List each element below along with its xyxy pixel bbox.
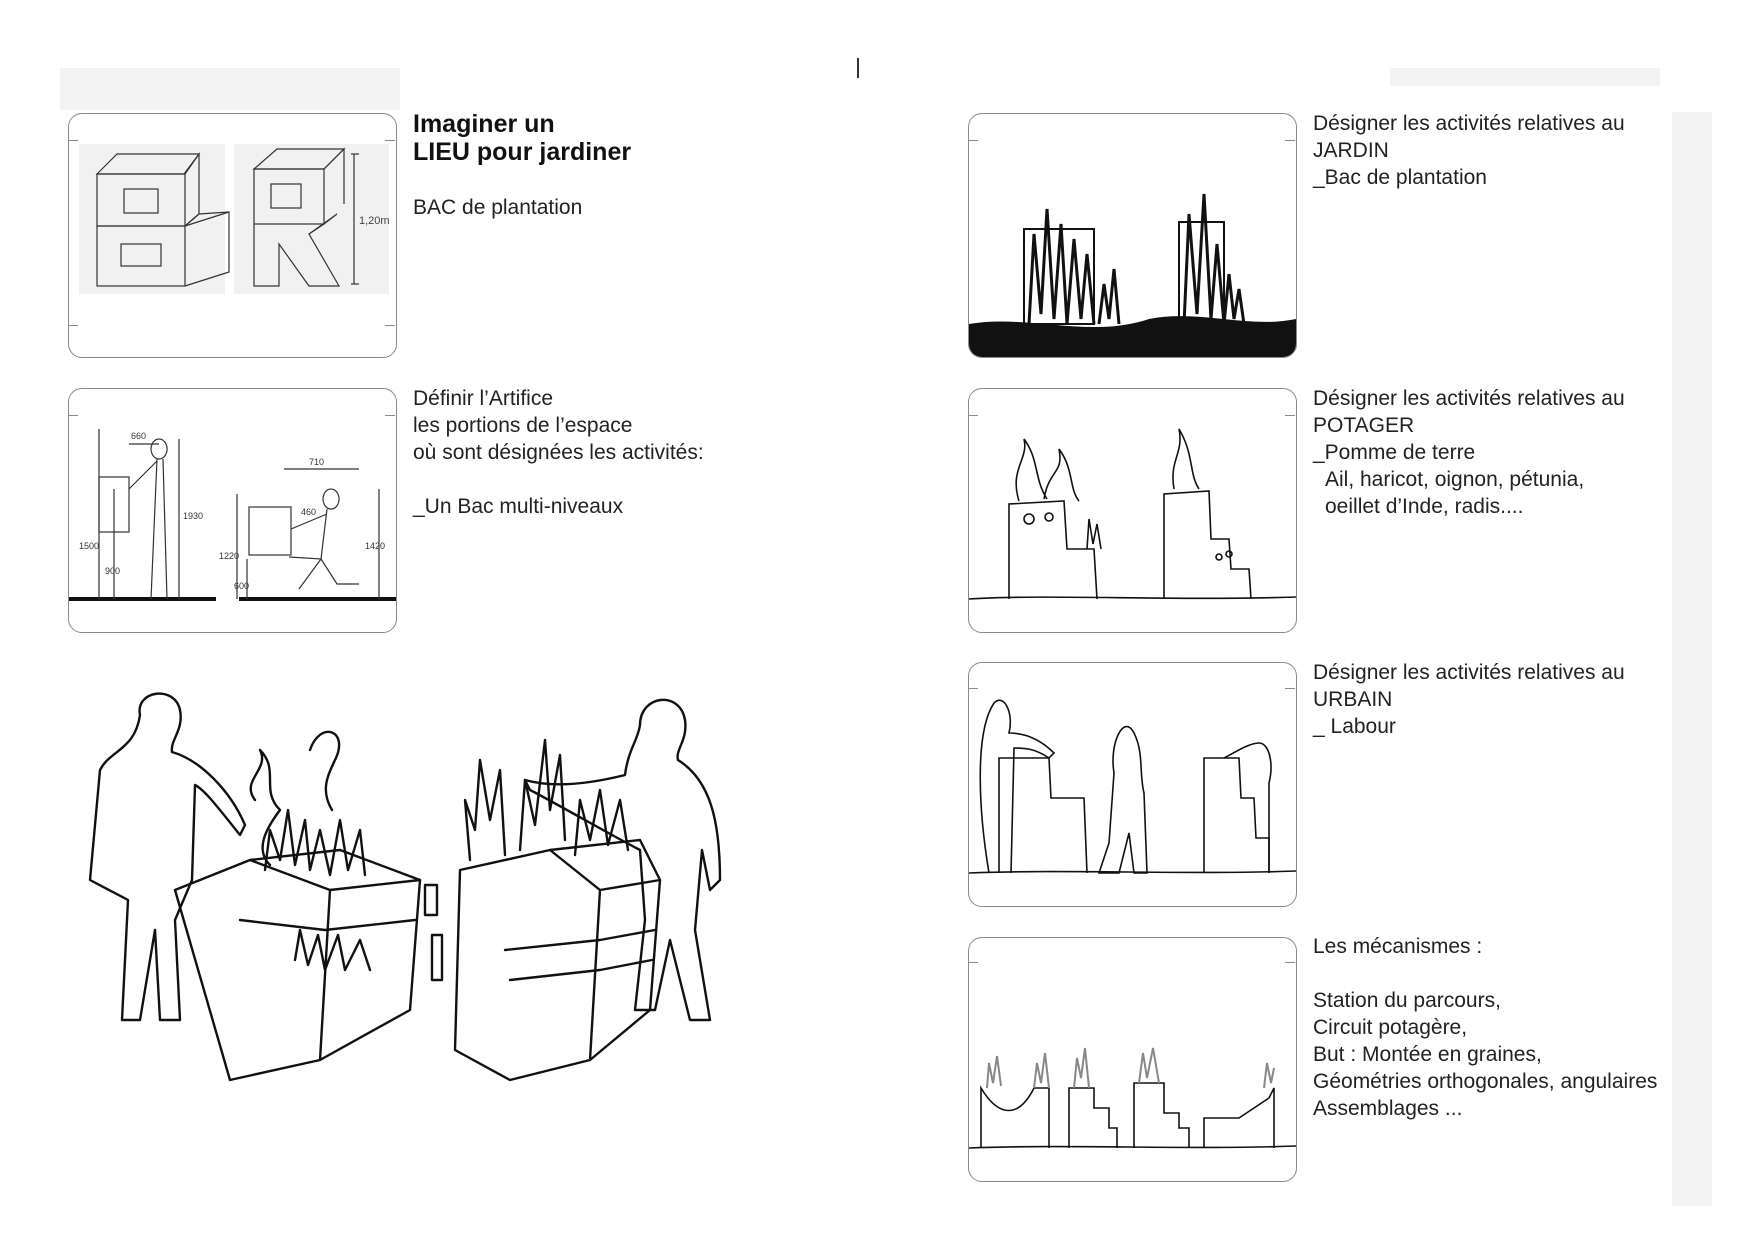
potager-line1: Désigner les activités relatives au xyxy=(1313,387,1625,410)
bac-pencil-sketch: 1,20m xyxy=(79,144,390,294)
dim-600: 600 xyxy=(234,581,249,591)
jardin-line1: Désigner les activités relatives au xyxy=(1313,112,1625,135)
bac-subtitle: BAC de plantation xyxy=(413,196,583,219)
urbain-line3: _ Labour xyxy=(1313,715,1396,738)
jardin-frame xyxy=(968,113,1297,358)
dim-900: 900 xyxy=(105,566,120,576)
potager-line4: Ail, haricot, oignon, pétunia, xyxy=(1325,468,1585,491)
left-header-strip xyxy=(60,68,400,110)
mecanismes-line4: But : Montée en graines, xyxy=(1313,1043,1542,1066)
sketch-height-note: 1,20m xyxy=(359,215,390,227)
artifice-line2: les portions de l’espace xyxy=(413,414,633,437)
mecanismes-line3: Circuit potagère, xyxy=(1313,1016,1468,1039)
frame-tick xyxy=(385,415,395,416)
frame-tick xyxy=(1285,415,1295,416)
center-fold-mark xyxy=(857,58,859,78)
sketch-frame-bac: 1,20m xyxy=(68,113,397,358)
right-header-strip xyxy=(1390,68,1660,86)
frame-tick xyxy=(68,415,78,416)
frame-tick xyxy=(68,325,78,326)
urbain-line1: Désigner les activités relatives au xyxy=(1313,661,1625,684)
jardin-line3: _Bac de plantation xyxy=(1313,166,1487,189)
artifice-line3: où sont désignées les activités: xyxy=(413,441,704,464)
frame-tick xyxy=(1285,688,1295,689)
potager-frame xyxy=(968,388,1297,633)
page-title-line1: Imaginer un xyxy=(413,110,555,138)
dim-1420: 1420 xyxy=(365,541,385,551)
frame-tick xyxy=(385,140,395,141)
frame-tick xyxy=(968,140,978,141)
dim-1500: 1500 xyxy=(79,541,99,551)
artifice-line4: _Un Bac multi-niveaux xyxy=(413,495,624,518)
urbain-sketch xyxy=(969,699,1296,874)
artifice-line1: Définir l’Artifice xyxy=(413,387,554,410)
jardin-line2: JARDIN xyxy=(1313,139,1389,162)
frame-tick xyxy=(385,325,395,326)
gardeners-planter-sketch xyxy=(88,692,722,1082)
mecanismes-line5: Géométries orthogonales, angulaires xyxy=(1313,1070,1658,1093)
urbain-frame xyxy=(968,662,1297,907)
frame-tick xyxy=(68,140,78,141)
potager-line5: oeillet d’Inde, radis.... xyxy=(1325,495,1524,518)
dim-460: 460 xyxy=(301,507,316,517)
mecanismes-sketch xyxy=(969,1047,1296,1149)
potager-line3: _Pomme de terre xyxy=(1313,441,1476,464)
dim-1930: 1930 xyxy=(183,511,203,521)
frame-tick xyxy=(1285,962,1295,963)
right-margin-strip xyxy=(1672,112,1712,1206)
mecanismes-frame xyxy=(968,937,1297,1182)
mecanismes-line1: Les mécanismes : xyxy=(1313,935,1483,958)
mecanismes-line6: Assemblages ... xyxy=(1313,1097,1463,1120)
dim-660: 660 xyxy=(131,431,146,441)
frame-tick xyxy=(1285,140,1295,141)
frame-tick xyxy=(968,415,978,416)
jardin-sketch xyxy=(969,193,1296,357)
mecanismes-line2: Station du parcours, xyxy=(1313,989,1501,1012)
potager-line2: POTAGER xyxy=(1313,414,1415,437)
ergonomics-diagram: 660 710 460 1500 900 1930 1220 600 1420 xyxy=(69,429,396,601)
frame-tick xyxy=(968,962,978,963)
urbain-line2: URBAIN xyxy=(1313,688,1393,711)
potager-sketch xyxy=(969,428,1296,600)
dim-1220: 1220 xyxy=(219,551,239,561)
ergonomics-frame: 660 710 460 1500 900 1930 1220 600 1420 xyxy=(68,388,397,633)
page-title-line2: LIEU pour jardiner xyxy=(413,138,632,166)
frame-tick xyxy=(968,688,978,689)
dim-710: 710 xyxy=(309,457,324,467)
